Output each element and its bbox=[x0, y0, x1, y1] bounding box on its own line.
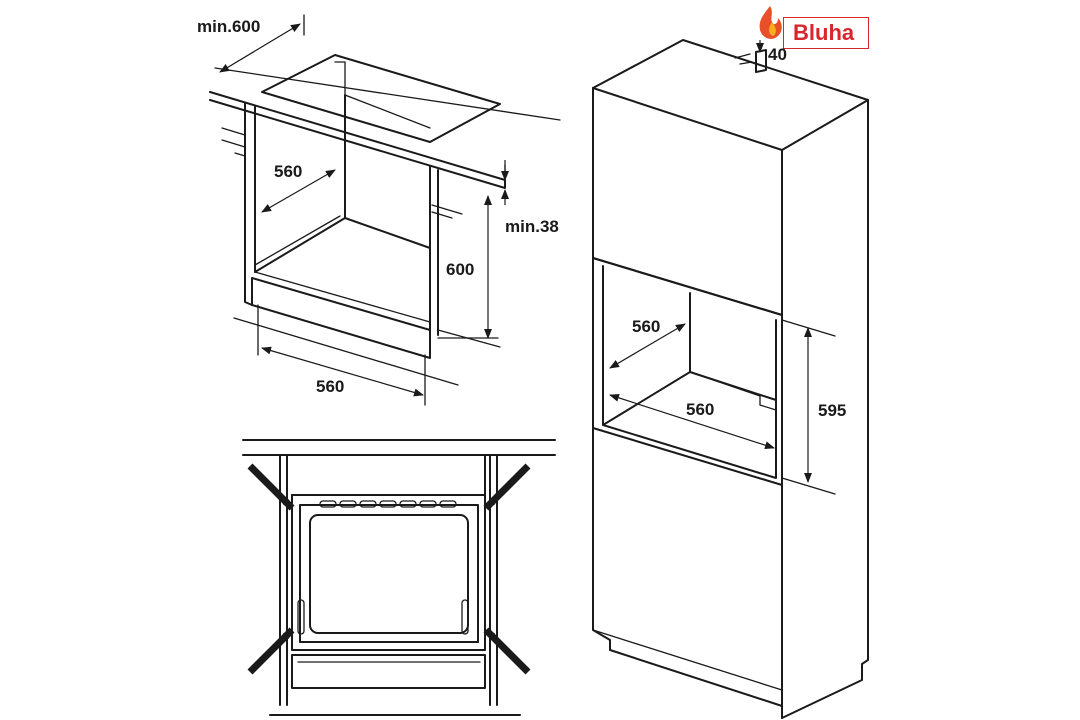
flame-icon bbox=[759, 6, 782, 39]
label-min-thickness: min.38 bbox=[505, 217, 559, 236]
vent-slots bbox=[319, 500, 457, 508]
label-tall-depth: 560 bbox=[632, 317, 660, 336]
label-top-depth: 560 bbox=[274, 162, 302, 181]
dimension-lines-top bbox=[219, 14, 509, 406]
label-tall-gap: 40 bbox=[768, 45, 787, 64]
label-top-width: 560 bbox=[316, 377, 344, 396]
label-min-width: min.600 bbox=[197, 17, 260, 36]
tall-cabinet-drawing bbox=[592, 39, 869, 719]
label-tall-height: 595 bbox=[818, 401, 846, 420]
front-view-drawing bbox=[242, 439, 556, 716]
screw-arrow-icon bbox=[247, 463, 531, 675]
brand-logo-frame bbox=[783, 17, 869, 49]
label-top-height: 600 bbox=[446, 260, 474, 279]
undercounter-cabinet-drawing bbox=[209, 54, 561, 386]
label-tall-width: 560 bbox=[686, 400, 714, 419]
dimension-lines-right bbox=[609, 40, 836, 495]
brand-logo-text: Bluha bbox=[793, 20, 855, 45]
